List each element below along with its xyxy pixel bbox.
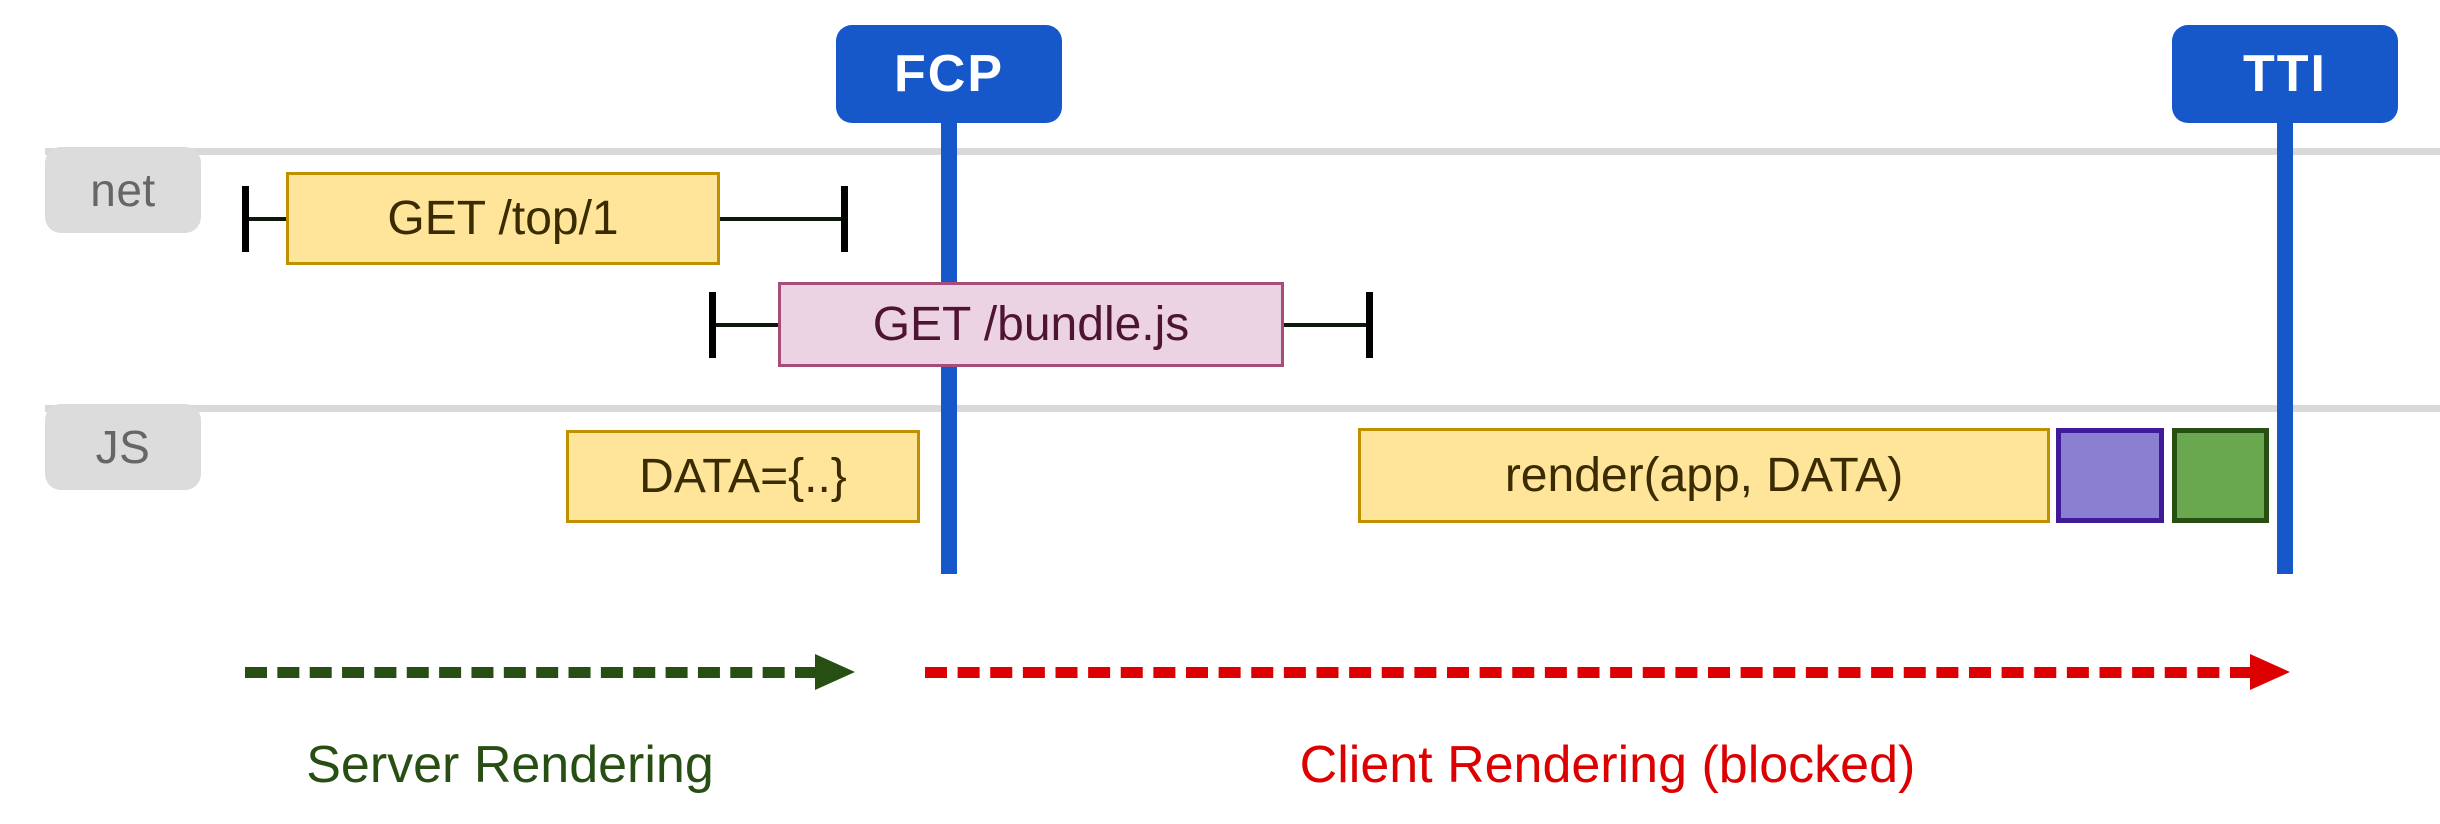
lane-rule-net: [45, 148, 2440, 155]
task-get-top[interactable]: GET /top/1: [286, 172, 720, 265]
task-get-bundle[interactable]: GET /bundle.js: [778, 282, 1284, 367]
tti-badge[interactable]: TTI: [2172, 25, 2398, 123]
get-bundle-whisker-cap-start: [709, 292, 716, 358]
lane-tag-net-label: net: [90, 164, 156, 216]
task-data-assign-label: DATA={..}: [639, 450, 847, 503]
client-rendering-label: Client Rendering (blocked): [1299, 736, 1916, 794]
server-rendering-arrow-shaft: [245, 667, 817, 678]
task-get-bundle-label: GET /bundle.js: [872, 298, 1190, 351]
client-rendering-arrow-shaft: [925, 667, 2252, 678]
server-rendering-arrow-head: [815, 654, 855, 690]
task-get-top-label: GET /top/1: [387, 192, 619, 245]
task-purple-block[interactable]: [2056, 428, 2164, 523]
task-render-call-label: render(app, DATA): [1504, 449, 1904, 502]
task-green-block[interactable]: [2172, 428, 2269, 523]
client-rendering-arrow-head: [2250, 654, 2290, 690]
server-rendering-arrow: [245, 654, 855, 690]
get-top-whisker-cap-end: [841, 186, 848, 252]
lane-tag-js: JS: [45, 404, 201, 490]
tti-badge-label: TTI: [2243, 45, 2327, 103]
tti-marker-line: [2277, 90, 2293, 574]
get-bundle-whisker-cap-end: [1366, 292, 1373, 358]
lane-rule-js: [45, 405, 2440, 412]
task-render-call[interactable]: render(app, DATA): [1358, 428, 2050, 523]
client-rendering-arrow: [925, 654, 2290, 690]
fcp-badge-label: FCP: [894, 45, 1004, 103]
lane-tag-net: net: [45, 147, 201, 233]
task-data-assign[interactable]: DATA={..}: [566, 430, 920, 523]
lane-tag-js-label: JS: [95, 421, 151, 473]
get-top-whisker-cap-start: [242, 186, 249, 252]
fcp-badge[interactable]: FCP: [836, 25, 1062, 123]
server-rendering-label: Server Rendering: [306, 736, 714, 794]
